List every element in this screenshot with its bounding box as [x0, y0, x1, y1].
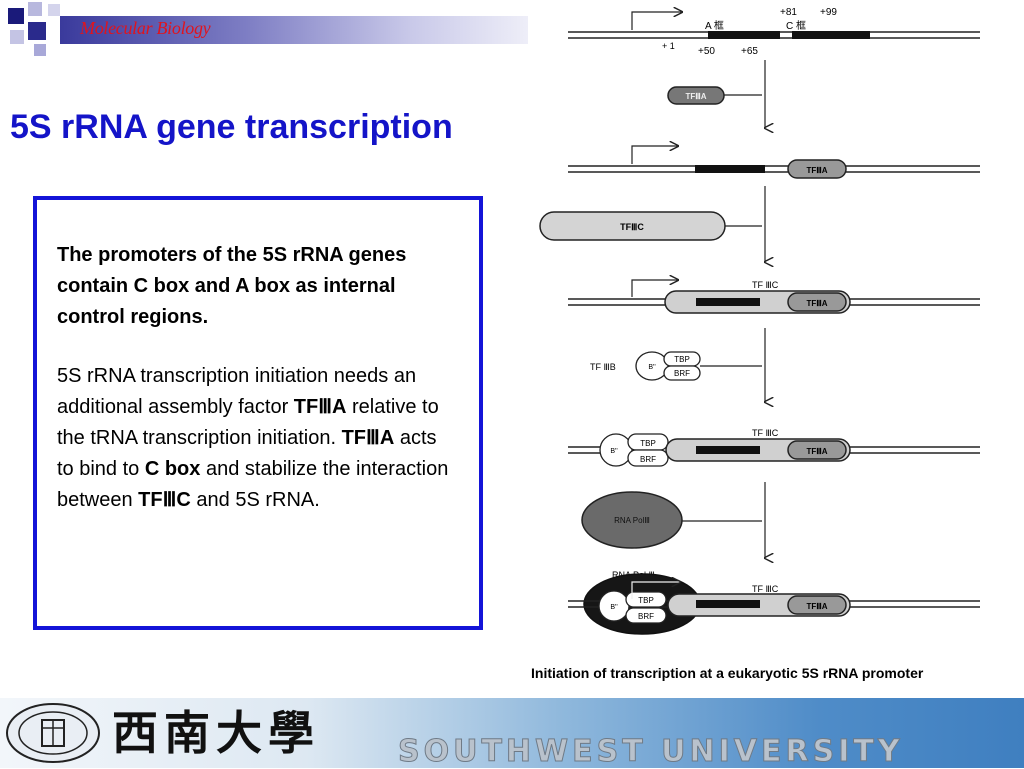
text-run: and 5S rRNA.: [190, 489, 320, 511]
svg-text:TFⅢA: TFⅢA: [806, 447, 827, 456]
svg-text:RNA PolⅢ: RNA PolⅢ: [614, 516, 650, 525]
text-run: and stabilize the interaction between: [57, 458, 449, 511]
text-run: 5S rRNA transcription initiation needs a…: [57, 365, 417, 418]
c-box-region: [792, 31, 870, 39]
dna-row-3: TFⅢA TF ⅢC: [568, 280, 980, 402]
rna-pol3-factor: RNA PolⅢ: [581, 491, 762, 549]
svg-text:TFⅢA: TFⅢA: [685, 92, 706, 101]
svg-text:TF ⅢC: TF ⅢC: [752, 428, 779, 438]
svg-text:B'': B'': [610, 604, 617, 611]
svg-text:TBP: TBP: [674, 355, 690, 364]
svg-text:TF ⅢC: TF ⅢC: [752, 280, 779, 290]
tf3b-factor: TF ⅢB B'' TBP BRF: [590, 351, 762, 381]
tf3c-term: TFⅢC: [138, 489, 191, 511]
svg-text:BRF: BRF: [640, 455, 656, 464]
dna-row-1: A 框 C 框 +81 +99 + 1 +50 +65: [568, 7, 980, 128]
footer-banner: 西南大學 SOUTHWEST UNIVERSITY: [0, 698, 1024, 769]
svg-text:TFⅢA: TFⅢA: [806, 602, 827, 611]
svg-text:TBP: TBP: [640, 439, 656, 448]
initiation-paragraph: 5S rRNA transcription initiation needs a…: [57, 361, 457, 516]
a-box-region: [708, 31, 780, 39]
transcription-diagram: A 框 C 框 +81 +99 + 1 +50 +65 TFⅢA TFⅢA TF…: [539, 7, 980, 635]
svg-text:TF ⅢB: TF ⅢB: [590, 362, 616, 372]
university-seal-icon: [6, 703, 100, 763]
svg-text:TFⅢA: TFⅢA: [806, 299, 827, 308]
svg-text:TFⅢA: TFⅢA: [806, 166, 827, 175]
diagram-caption: Initiation of transcription at a eukaryo…: [531, 665, 924, 681]
c-box-label: C 框: [786, 19, 806, 32]
dna-row-5: RNA Pol Ⅲ B'' TBP BRF TFⅢA TF ⅢC: [568, 570, 980, 635]
a-box-label: A 框: [705, 19, 724, 32]
text-run: acts to bind to: [57, 427, 437, 480]
tf3a-term: TFⅢA: [293, 396, 347, 418]
pos-plus99: +99: [820, 7, 837, 18]
pos-plus50: +50: [698, 46, 715, 57]
svg-text:B'': B'': [610, 448, 617, 455]
promoter-paragraph: The promoters of the 5S rRNA genes conta…: [57, 244, 407, 328]
header-banner: [60, 16, 528, 44]
pos-plus81: +81: [780, 7, 797, 18]
svg-text:BRF: BRF: [638, 612, 654, 621]
svg-text:TF ⅢC: TF ⅢC: [752, 584, 779, 594]
text-run: relative to the tRNA transcription initi…: [57, 396, 439, 449]
pos-plus65: +65: [741, 46, 758, 57]
svg-text:B'': B'': [648, 364, 655, 371]
pos-plus1: + 1: [662, 41, 675, 51]
tf3a-term: TFⅢA: [341, 427, 395, 449]
svg-text:BRF: BRF: [674, 369, 690, 378]
banner-title: Molecular Biology: [80, 18, 211, 38]
svg-text:TFⅢC: TFⅢC: [620, 222, 644, 232]
page-title: 5S rRNA gene transcription: [10, 108, 453, 146]
text-box-content: The promoters of the 5S rRNA genes conta…: [57, 240, 457, 516]
university-name-english: SOUTHWEST UNIVERSITY: [398, 734, 904, 769]
svg-text:TBP: TBP: [638, 596, 654, 605]
text-box: The promoters of the 5S rRNA genes conta…: [33, 196, 483, 630]
c-box-term: C box: [144, 458, 201, 480]
dna-row-2: TFⅢA: [568, 146, 980, 262]
university-name-chinese: 西南大學: [112, 706, 320, 760]
tf3c-factor: TFⅢC: [539, 211, 762, 241]
dna-row-4: B'' TBP BRF TFⅢA TF ⅢC: [568, 428, 980, 558]
tf3a-factor: TFⅢA: [667, 86, 762, 105]
header-decoration: [0, 0, 80, 60]
